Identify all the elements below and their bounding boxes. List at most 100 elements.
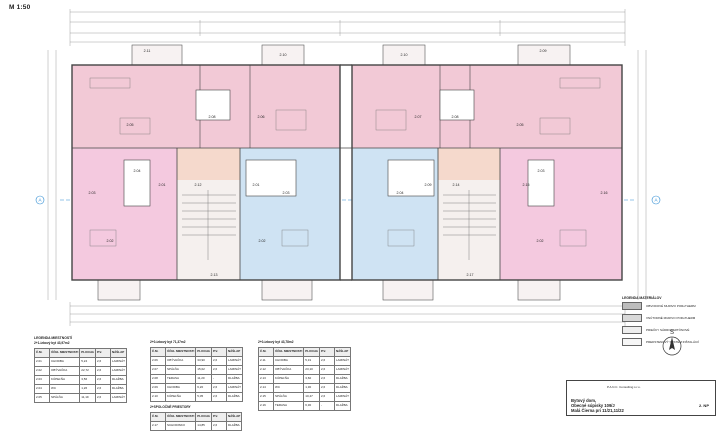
table-cell: 2.11 — [258, 355, 274, 366]
table-cell: CHODBA — [272, 355, 305, 366]
legend-header-cell: NÁŠLAP — [333, 346, 351, 357]
table-cell: LAMINÁT — [225, 355, 243, 366]
table-cell: 5,24 — [79, 356, 96, 367]
legend-header-cell: PLOCHA — [79, 347, 96, 358]
hall-right — [438, 148, 500, 180]
table-cell: WC — [272, 382, 305, 393]
table-cell: 15,02 — [195, 364, 212, 375]
table-cell: 2,6 — [318, 355, 335, 366]
table-cell: WC — [48, 383, 81, 394]
legend-table-1: LEGENDA MIESTNOSTÍ 2+1-izbový byt 43,97m… — [34, 336, 127, 403]
table-cell: OBÝVAČKA — [164, 355, 197, 366]
table-cell: 2.14 — [258, 382, 274, 393]
table-cell: 3,56 — [79, 374, 96, 385]
north-label: S — [670, 330, 674, 336]
table-cell: 2,6 — [210, 391, 227, 402]
material-label: OBVODOVÉ MURIVO PORoTHERM — [646, 304, 696, 308]
dimension-lines-bottom — [69, 302, 626, 326]
table-cell: LAMINÁT — [333, 355, 351, 366]
room-tag: 2.04 — [134, 169, 141, 173]
material-legend-item: PRIEČKY SÁDROKARTÓNOVÉ — [622, 326, 714, 334]
table-cell: 2.05 — [34, 392, 50, 403]
table-cell: DLAŽBA — [109, 374, 127, 385]
material-label: PRIEČKY SÁDROKARTÓNOVÉ — [646, 328, 690, 332]
room-tag: 2.14 — [453, 183, 460, 187]
table-cell: 2.10 — [150, 391, 166, 402]
table-cell: TERASA — [272, 400, 305, 411]
table-cell: 2.17 — [150, 420, 166, 431]
table-cell: 23,10 — [303, 364, 320, 375]
table-cell: 2,6 — [210, 420, 227, 431]
table-cell: CHODBA — [164, 382, 197, 393]
north-arrow: S — [662, 330, 682, 356]
legend-header-cell: Č.M. — [258, 346, 274, 357]
zone-top-right — [352, 65, 622, 148]
project-line: Malá Čierna pri 11/21,11/22 — [571, 407, 624, 413]
table-cell: 2.16 — [258, 400, 274, 411]
table-cell: 2.07 — [150, 364, 166, 375]
bathroom-cores — [123, 89, 555, 207]
title-block-sheet: 2. NP — [698, 403, 709, 408]
table-cell: DLAŽBA — [109, 383, 127, 394]
room-tag: 2.10 — [280, 53, 287, 57]
table-cell: 2.02 — [34, 365, 50, 376]
table-cell: 2.13 — [258, 373, 274, 384]
table-cell: 14,85 — [195, 420, 212, 431]
table-cell: SPÁLŇA — [48, 392, 81, 403]
material-swatch — [622, 302, 642, 310]
room-tag: 2.06 — [258, 115, 265, 119]
legend-header-cell: P.V. — [318, 346, 335, 357]
room-tag: 2.01 — [253, 183, 260, 187]
table-cell: LAMINÁT — [109, 356, 127, 367]
material-legend-title: LEGENDA MATERIÁLOV — [622, 296, 662, 300]
room-tag: 2.02 — [537, 239, 544, 243]
table-cell: DLAŽBA — [225, 373, 243, 384]
table-cell: 2,6 — [94, 365, 111, 376]
table-cell: LAMINÁT — [109, 392, 127, 403]
project-line: Obecné súpisky 109/J — [571, 402, 615, 408]
top-terraces — [131, 44, 571, 66]
table-cell: CHODBA — [48, 356, 81, 367]
stair-flights — [182, 190, 496, 260]
table-cell: 2.04 — [34, 383, 50, 394]
legend-header-cell: P.V. — [94, 347, 111, 358]
legend-header-cell: Č.M. — [150, 346, 166, 357]
table-cell: - — [210, 373, 227, 384]
legend-header-cell: NÁŠLAP — [225, 346, 243, 357]
room-tag: 2.03 — [538, 169, 545, 173]
axis-markers: A A — [35, 195, 661, 205]
table-cell: 2,6 — [210, 364, 227, 375]
table-cell: LAMINÁT — [333, 364, 351, 375]
axis-label: A — [38, 198, 41, 203]
table-cell: 3,60 — [303, 373, 320, 384]
legend-header-cell: PLOCHA — [303, 346, 320, 357]
material-legend-item: VNÚTORNÉ MURIVO PORoTHERM — [622, 314, 714, 322]
legend-header-cell: PLOCHA — [195, 346, 212, 357]
title-block: P.A.N.C. Consulting s.r.o. Bytový dom, O… — [566, 380, 716, 416]
project-line: Bytový dom, — [571, 398, 597, 403]
legend-header-cell: NÁŠLAP — [109, 347, 127, 358]
legend-header-cell: ÚČEL MIESTNOSTI — [272, 346, 305, 357]
furniture — [89, 77, 601, 247]
table-cell: 5,05 — [195, 391, 212, 402]
room-tag: 2.16 — [601, 191, 608, 195]
legend-table-3: 2+0-izbový byt 43,78m2 Č.M.ÚČEL MIESTNOS… — [258, 340, 351, 411]
table-cell: KÚPEĽŇA — [164, 391, 197, 402]
room-tag: 2.02 — [259, 239, 266, 243]
table-cell: 6,20 — [195, 382, 212, 393]
table-cell: LAMINÁT — [225, 364, 243, 375]
